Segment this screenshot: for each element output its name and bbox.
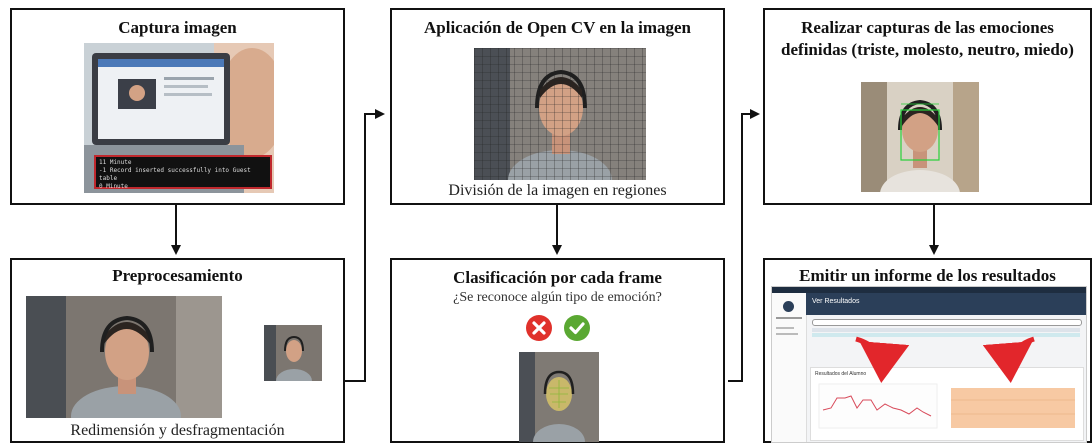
box-caption: División de la imagen en regiones <box>448 182 667 199</box>
accept-icon <box>564 315 590 341</box>
face-grid-image <box>474 48 646 180</box>
grid-face-photo <box>474 48 646 180</box>
classified-face-photo <box>519 352 599 442</box>
box-title: Clasificación por cada frame <box>453 268 662 287</box>
resized-face-photo <box>264 325 322 381</box>
reject-icon <box>526 315 552 341</box>
box-title: Captura imagen <box>118 18 237 37</box>
laptop-scene-image <box>84 43 274 193</box>
avatar <box>783 301 794 312</box>
box-title-line2: definidas (triste, molesto, neutro, mied… <box>781 40 1074 59</box>
box-title: Emitir un informe de los resultados <box>799 266 1056 285</box>
face-image <box>26 296 222 418</box>
red-arrow-right <box>982 336 1035 383</box>
report-header: Ver Resultados <box>806 293 1086 315</box>
box-title-line1: Realizar capturas de las emociones <box>801 18 1054 37</box>
face-image-small <box>264 325 322 381</box>
report-chart-panel: Resultados del Alumno <box>810 367 1084 441</box>
report-table-row <box>812 333 1080 337</box>
box-captura-imagen: Captura imagen 11 Minute -1 Record inser… <box>10 8 345 205</box>
report-chart-title: Resultados del Alumno <box>815 371 867 377</box>
highlight-arrows <box>855 336 1035 383</box>
face-landmarks-image <box>519 352 599 442</box>
arrow-preproc-to-opencv <box>345 109 385 382</box>
report-header-title: Ver Resultados <box>812 298 860 305</box>
box-title: Aplicación de Open CV en la imagen <box>424 18 691 37</box>
arrow-clasificacion-to-capturas <box>728 109 760 382</box>
emotion-capture-photo <box>861 82 979 192</box>
report-screenshot: Ver Resultados Resultados del Alumno <box>771 286 1087 443</box>
report-charts <box>818 383 1075 429</box>
area-chart-fill <box>951 388 1075 428</box>
report-table-header <box>812 328 1080 332</box>
red-arrow-left <box>855 336 910 383</box>
box-preprocesamiento: Preprocesamiento Redimensión y desfragme… <box>10 258 345 443</box>
terminal-window: 11 Minute -1 Record inserted successfull… <box>94 155 272 190</box>
box-opencv: Aplicación de Open CV en la imagen Divis… <box>390 8 725 205</box>
box-informe: Emitir un informe de los resultados Ver … <box>763 258 1092 443</box>
box-caption: Redimensión y desfragmentación <box>70 422 285 439</box>
terminal-line: 0 Minute <box>99 183 128 190</box>
box-title: Preprocesamiento <box>112 266 243 285</box>
box-capturas-emociones: Realizar capturas de las emociones defin… <box>763 8 1092 205</box>
report-topbar <box>772 287 1086 293</box>
box-clasificacion: Clasificación por cada frame ¿Se reconoc… <box>390 258 725 443</box>
classification-question: ¿Se reconoce algún tipo de emoción? <box>453 290 662 305</box>
report-sidebar <box>772 293 807 442</box>
terminal-line: -1 Record inserted successfully into Gue… <box>99 167 251 182</box>
line-chart-series <box>822 395 932 417</box>
terminal-line: 11 Minute <box>99 159 132 166</box>
face-detection-image <box>861 82 979 192</box>
report-search <box>812 319 1082 326</box>
original-face-photo <box>26 296 222 418</box>
capture-photo: 11 Minute -1 Record inserted successfull… <box>84 43 274 193</box>
